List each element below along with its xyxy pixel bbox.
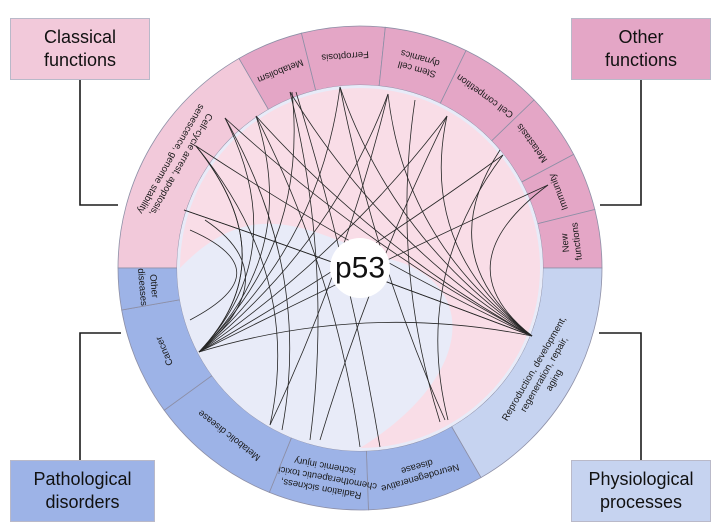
chord-link (489, 184, 549, 337)
chord-link (198, 321, 533, 353)
physiological-processes-box: Physiological processes (571, 460, 711, 522)
center-label: p53 (335, 252, 385, 285)
physiological-processes-line1: Physiological (588, 469, 694, 489)
segment-label-line: Other (148, 274, 161, 299)
chord-link (255, 115, 533, 337)
chord-link (198, 219, 246, 353)
chord-link (437, 154, 504, 421)
chord-link (198, 93, 389, 353)
segment-label-line: functions (569, 222, 585, 261)
pathological-connector (79, 332, 121, 460)
chord-link (198, 117, 255, 353)
chord-link (387, 93, 533, 337)
classical-functions-line2: functions (43, 50, 117, 70)
chord-link (189, 229, 237, 321)
segment-label-ferroptosis: Ferroptosis (321, 49, 369, 63)
chord-link (440, 115, 533, 337)
classical-functions-line1: Classical (43, 27, 116, 47)
inner-pink-region (180, 88, 540, 448)
classical-connector (79, 80, 118, 206)
chord-link (198, 86, 341, 353)
chord-link (471, 149, 533, 337)
chord-link (255, 115, 361, 448)
classical-functions-box: Classical functions (10, 18, 150, 80)
chord-link (224, 117, 533, 337)
chord-link (289, 91, 319, 441)
segment-label-line: diseases (135, 268, 149, 307)
chord-link (195, 145, 279, 426)
physiological-processes-line2: processes (599, 492, 683, 512)
segment-label-line: New (559, 233, 572, 253)
chord-link (289, 91, 533, 337)
physiological-connector (599, 332, 642, 460)
chord-link (195, 145, 243, 353)
other-functions-line1: Other (618, 27, 664, 47)
pathological-disorders-box: Pathological disorders (10, 460, 155, 522)
chord-link (224, 117, 291, 431)
pathological-disorders-line1: Pathological (33, 469, 132, 489)
other-functions-box: Other functions (571, 18, 711, 80)
chord-link (198, 115, 270, 353)
segment-label-newfunc: Newfunctions (557, 222, 584, 263)
other-functions-line2: functions (604, 50, 678, 70)
center-circle (330, 238, 390, 298)
segment-label-otherdis: Otherdiseases (135, 267, 161, 307)
chord-link (198, 115, 448, 353)
chord-link (406, 99, 441, 423)
pathological-disorders-line2: disorders (45, 492, 120, 512)
other-connector (600, 80, 642, 206)
segment-label-line: Ferroptosis (321, 49, 369, 63)
chord-link (339, 86, 533, 337)
chord-link (198, 91, 295, 353)
